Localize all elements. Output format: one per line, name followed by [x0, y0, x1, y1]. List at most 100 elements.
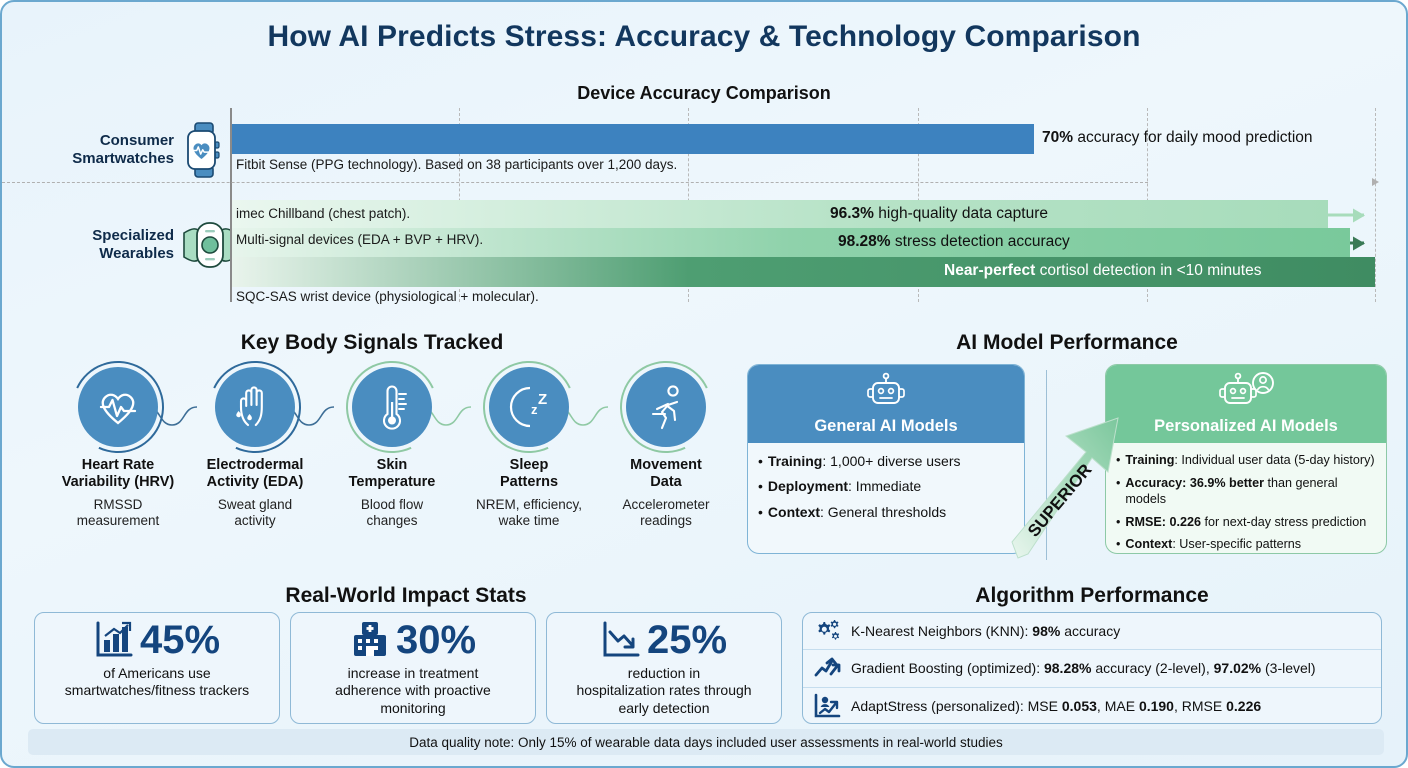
signal-desc-eda: Sweat gland activity [217, 496, 293, 528]
chart-bar-3 [232, 257, 1375, 287]
bullet-icon: • [758, 453, 763, 469]
signal-ring-movement [607, 348, 725, 466]
algorithm-row-0: K-Nearest Neighbors (KNN): 98% accuracy [803, 613, 1381, 651]
personalized-ai-models-header: Personalized AI Models [1106, 365, 1386, 443]
chart-title: Device Accuracy Comparison [577, 83, 831, 103]
signal-circle-eda [196, 348, 314, 466]
chart-bar-3-fill [232, 257, 1375, 287]
signal-circle-hrv [59, 348, 177, 466]
chart-bar-2-arrow-icon [1350, 241, 1364, 245]
signal-item-movement: Movement Data Accelerometer readings [600, 348, 732, 529]
algorithm-row-2-text: AdaptStress (personalized): MSE 0.053, M… [851, 698, 1262, 715]
chart-separator-arrow-icon [1372, 178, 1379, 186]
algorithm-performance-list: K-Nearest Neighbors (KNN): 98% accuracy … [802, 612, 1382, 724]
algorithm-row-1: Gradient Boosting (optimized): 98.28% ac… [803, 650, 1381, 688]
signal-name-sleep: Sleep Patterns [499, 457, 559, 491]
chart-bar-3-note: SQC-SAS wrist device (physiological + mo… [236, 289, 539, 304]
gears-icon [814, 618, 842, 644]
signal-desc-sleep: NREM, efficiency, wake time [475, 496, 583, 528]
chart-bar-1-note: imec Chillband (chest patch). [236, 206, 411, 221]
device-accuracy-chart: 70% accuracy for daily mood prediction F… [2, 108, 1379, 304]
impact-stat-card-2: 25% reduction in hospitalization rates t… [546, 612, 782, 724]
impact-stat-card-0: 45% of Americans use smartwatches/fitnes… [34, 612, 280, 724]
user-chart-icon [814, 693, 842, 719]
bullet-icon: • [1116, 475, 1121, 490]
algorithm-row-0-text: K-Nearest Neighbors (KNN): 98% accuracy [851, 623, 1121, 640]
chart-category-specialized-label: Specialized Wearables [92, 227, 174, 262]
general-ai-models-card: General AI Models • Training: 1,000+ div… [747, 364, 1025, 554]
signal-ring-eda [196, 348, 314, 466]
chart-bar-1 [232, 200, 1328, 230]
impact-stat-1-number: 30% [395, 618, 477, 662]
robot-user-icon [1215, 371, 1277, 415]
chart-category-consumer: Consumer Smartwatches [46, 122, 226, 178]
hospital-icon [350, 620, 390, 660]
impact-stat-0-number: 45% [139, 618, 221, 662]
chart-bar-2-fill [232, 228, 1350, 258]
chart-bar-2-note: Multi-signal devices (EDA + BVP + HRV). [236, 232, 484, 247]
svg-text:z: z [531, 402, 538, 417]
signal-circle-sleep: z Z [470, 348, 588, 466]
signal-item-eda: Electrodermal Activity (EDA) Sweat gland… [189, 348, 321, 529]
personalized-ai-item-3: • Context: User-specific patterns [1116, 537, 1302, 552]
body-signals-group: Heart Rate Variability (HRV) RMSSD measu… [52, 348, 742, 557]
signal-name-skin-temperature: Skin Temperature [348, 457, 436, 491]
personalized-ai-models-card: Personalized AI Models • Training: Indiv… [1105, 364, 1387, 554]
personalized-ai-item-1: • Accuracy: 36.9% better than general mo… [1116, 475, 1338, 507]
signal-desc-hrv: RMSSD measurement [76, 496, 160, 528]
signal-ring-skin-temperature [333, 348, 451, 466]
chart-y-axis [230, 108, 232, 302]
chart-bar-2 [232, 228, 1350, 258]
signal-name-eda: Electrodermal Activity (EDA) [206, 457, 304, 491]
chart-category-separator [2, 182, 1148, 183]
impact-stat-2-top: 25% [601, 620, 727, 660]
chart-gridline-100 [1375, 108, 1376, 302]
chart-bar-1-label: 96.3% high-quality data capture [830, 205, 1049, 222]
chart-category-consumer-label: Consumer Smartwatches [72, 132, 174, 167]
algorithm-row-1-text: Gradient Boosting (optimized): 98.28% ac… [851, 660, 1316, 677]
chart-bar-2-label: 98.28% stress detection accuracy [838, 233, 1070, 250]
heart-pulse-icon [95, 385, 141, 429]
impact-stat-card-1: 30% increase in treatment adherence with… [290, 612, 536, 724]
ai-models-group: General AI Models • Training: 1,000+ div… [747, 364, 1387, 562]
general-ai-models-body: • Training: 1,000+ diverse users • Deplo… [748, 443, 1024, 532]
signal-ring-hrv [59, 348, 177, 466]
thermometer-icon [373, 382, 411, 432]
chart-bar-1-arrow-icon [1328, 213, 1364, 217]
chart-bar-0-label: 70% accuracy for daily mood prediction [1042, 129, 1313, 146]
chart-bar-3-label: Near-perfect cortisol detection in <10 m… [944, 262, 1262, 279]
personalized-ai-models-title: Personalized AI Models [1154, 417, 1338, 435]
signal-item-skin-temperature: Skin Temperature Blood flow changes [326, 348, 458, 529]
impact-section-title: Real-World Impact Stats [285, 584, 527, 607]
signal-name-hrv: Heart Rate Variability (HRV) [61, 457, 175, 491]
bullet-icon: • [1116, 514, 1121, 529]
trend-down-icon [601, 620, 641, 660]
running-person-icon [644, 383, 688, 431]
svg-text:Z: Z [538, 391, 547, 408]
bullet-icon: • [758, 478, 763, 495]
impact-stat-0-desc: of Americans use smartwatches/fitness tr… [64, 665, 250, 699]
chart-bar-1-fill [232, 200, 1328, 230]
ai-section-title: AI Model Performance [956, 331, 1178, 354]
general-ai-item-2: • Context: General thresholds [758, 503, 947, 520]
signal-ring-sleep [470, 348, 588, 466]
signal-desc-movement: Accelerometer readings [622, 496, 710, 528]
footer-note: Data quality note: Only 15% of wearable … [28, 729, 1384, 755]
trend-up-arrow-icon [814, 655, 842, 681]
impact-stats-group: 45% of Americans use smartwatches/fitnes… [34, 612, 782, 724]
bullet-icon: • [1116, 537, 1121, 552]
impact-stat-1-top: 30% [350, 620, 476, 660]
moon-sleep-icon: z Z [505, 384, 553, 430]
general-ai-models-header: General AI Models [748, 365, 1024, 443]
general-ai-item-1: • Deployment: Immediate [758, 478, 922, 495]
chart-category-specialized: Specialized Wearables [46, 219, 238, 271]
chart-bar-0-note: Fitbit Sense (PPG technology). Based on … [236, 157, 678, 172]
general-ai-models-title: General AI Models [814, 417, 958, 435]
general-ai-item-0: • Training: 1,000+ diverse users [758, 453, 961, 469]
algorithm-row-2: AdaptStress (personalized): MSE 0.053, M… [803, 688, 1381, 723]
hand-sweat-icon [234, 384, 276, 430]
bullet-icon: • [1116, 453, 1121, 467]
chart-bar-0 [232, 124, 1034, 154]
bullet-icon: • [758, 503, 763, 520]
